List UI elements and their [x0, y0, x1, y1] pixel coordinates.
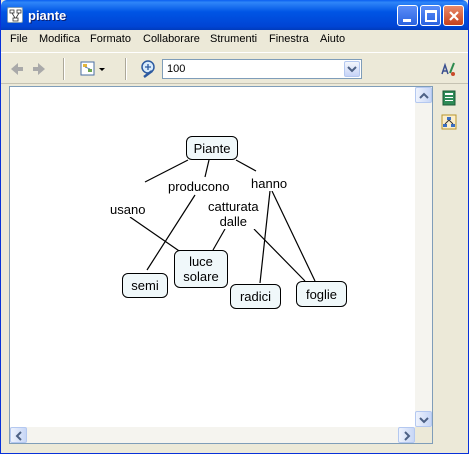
line-hanno-foglie	[271, 190, 316, 282]
link-label-usano[interactable]: usano	[110, 202, 146, 217]
maximize-button[interactable]	[420, 5, 441, 26]
line-piante-usano	[144, 159, 189, 183]
toolbar-separator	[63, 58, 65, 80]
minimize-button[interactable]	[397, 5, 418, 26]
scroll-corner	[415, 427, 432, 443]
scroll-right-button[interactable]	[398, 427, 415, 443]
menu-aiuto[interactable]: Aiuto	[320, 33, 346, 45]
line-catturata-luce	[212, 228, 226, 251]
concept-label: Piante	[193, 140, 231, 156]
forward-arrow-icon[interactable]	[31, 59, 47, 79]
close-button[interactable]	[443, 5, 464, 26]
outline-view-icon[interactable]	[441, 90, 457, 106]
concept-label: radici	[239, 289, 272, 304]
vertical-scrollbar[interactable]	[415, 87, 432, 427]
link-label-catturata-dalle[interactable]: catturata dalle	[208, 199, 259, 229]
back-arrow-icon[interactable]	[9, 59, 25, 79]
window-title: piante	[28, 8, 67, 23]
menu-modifica[interactable]: Modifica	[39, 33, 80, 45]
concept-node-semi[interactable]: semi	[122, 273, 168, 298]
line-piante-hanno	[235, 159, 257, 172]
line-hanno-radici	[259, 190, 271, 284]
concept-label: foglie	[305, 286, 338, 302]
concept-node-foglie[interactable]: foglie	[296, 281, 347, 307]
scroll-down-button[interactable]	[415, 411, 432, 427]
menu-file[interactable]: File	[10, 33, 28, 45]
menu-collaborare[interactable]: Collaborare	[143, 33, 200, 45]
concept-node-piante[interactable]: Piante	[186, 136, 238, 160]
concept-node-luce-solare[interactable]: luce solare	[174, 250, 228, 288]
zoom-dropdown-button[interactable]	[344, 61, 360, 77]
concept-map-view: Piante semi luce solare radici foglie us…	[9, 86, 433, 444]
link-label-producono[interactable]: producono	[168, 179, 230, 194]
style-palette-icon[interactable]	[439, 59, 457, 79]
concept-node-radici[interactable]: radici	[230, 284, 281, 309]
zoom-combo[interactable]: 100	[162, 59, 362, 79]
toolbar-separator	[125, 58, 127, 80]
menu-bar: File Modifica Formato Collaborare Strume…	[1, 30, 468, 50]
zoom-value: 100	[167, 63, 186, 75]
scroll-up-button[interactable]	[415, 87, 432, 103]
connection-lines	[129, 159, 316, 284]
concept-map-canvas[interactable]: Piante semi luce solare radici foglie us…	[10, 87, 415, 427]
scroll-left-button[interactable]	[10, 427, 27, 443]
link-label-hanno[interactable]: hanno	[251, 176, 288, 191]
concept-label: semi	[131, 278, 159, 293]
menu-finestra[interactable]: Finestra	[269, 33, 309, 45]
map-structure-icon[interactable]	[441, 114, 457, 130]
line-usano-luce	[129, 216, 186, 256]
line-producono-semi	[146, 194, 196, 271]
line-piante-producono	[204, 159, 210, 178]
menu-strumenti[interactable]: Strumenti	[210, 33, 258, 45]
menu-formato[interactable]: Formato	[90, 33, 131, 45]
zoom-icon[interactable]	[140, 59, 158, 79]
view-menu-icon[interactable]	[79, 59, 109, 79]
line-catturata-foglie	[253, 228, 306, 282]
horizontal-scrollbar[interactable]	[10, 427, 415, 443]
toolbar: 100	[1, 52, 468, 84]
concept-label: luce solare	[183, 254, 219, 284]
cmap-app-icon[interactable]	[7, 7, 23, 23]
title-bar[interactable]: piante	[1, 0, 468, 30]
